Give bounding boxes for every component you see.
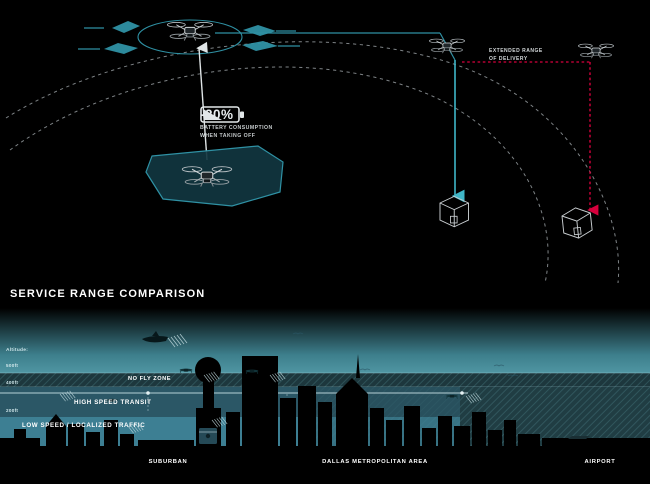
band-no-fly-zone <box>0 373 650 387</box>
battery-caption-line2: WHEN TAKING OFF <box>200 133 256 140</box>
range-arc-inner <box>9 66 549 283</box>
service-area-polygon <box>145 145 284 207</box>
altitude-tick-200: 200ft <box>6 408 19 413</box>
region-label-airport: AIRPORT <box>584 459 616 465</box>
altitude-tick-500: 500ft <box>6 363 19 368</box>
region-label-suburban: SUBURBAN <box>148 459 188 465</box>
drone-icon-origin <box>166 21 214 41</box>
band-label-high-speed: HIGH SPEED TRANSIT <box>74 399 152 406</box>
extended-range-label: EXTENDED RANGE OF DELIVERY <box>489 47 569 64</box>
airplane-parked-icon <box>568 436 590 439</box>
airport-ground <box>545 440 650 446</box>
chart-vector-layer <box>0 308 650 446</box>
extended-range-route <box>462 61 599 216</box>
section-title: SERVICE RANGE COMPARISON <box>10 288 206 300</box>
extended-range-line2: OF DELIVERY <box>489 56 528 63</box>
range-arc-outer <box>5 41 620 283</box>
service-range-comparison-chart: Altitude: 500ft 400ft 200ft NO FLY ZONE … <box>0 308 650 446</box>
extended-range-line1: EXTENDED RANGE <box>489 48 543 54</box>
region-axis-footer: SUBURBAN DALLAS METROPOLITAN AREA AIRPOR… <box>0 446 650 484</box>
altitude-tick-400: 400ft <box>6 380 19 385</box>
house-icon-far <box>560 205 594 241</box>
drone-icon-farrange <box>578 43 614 59</box>
battery-icon <box>200 106 244 123</box>
airplane-icon <box>142 331 168 343</box>
drone-descending-city <box>199 428 217 444</box>
scene-vector-layer <box>5 19 620 283</box>
band-label-no-fly-zone: NO FLY ZONE <box>128 376 172 382</box>
battery-caption-line1: BATTERY CONSUMPTION <box>200 125 273 131</box>
altitude-axis-title: Altitude: <box>6 348 29 353</box>
band-label-low-speed: LOW SPEED / LOCALIZED TRAFFIC <box>22 422 146 429</box>
battery-consumption-annotation: -20% BATTERY CONSUMPTION WHEN TAKING OFF <box>200 106 310 141</box>
battery-caption: BATTERY CONSUMPTION WHEN TAKING OFF <box>200 124 310 141</box>
takeoff-arrow <box>196 41 208 161</box>
birds-icon <box>292 332 519 377</box>
drone-icon-midrange <box>429 38 465 54</box>
delivery-range-scene: -20% BATTERY CONSUMPTION WHEN TAKING OFF… <box>5 19 620 283</box>
region-label-dallas: DALLAS METROPOLITAN AREA <box>322 459 428 465</box>
house-icon-near <box>439 195 469 228</box>
